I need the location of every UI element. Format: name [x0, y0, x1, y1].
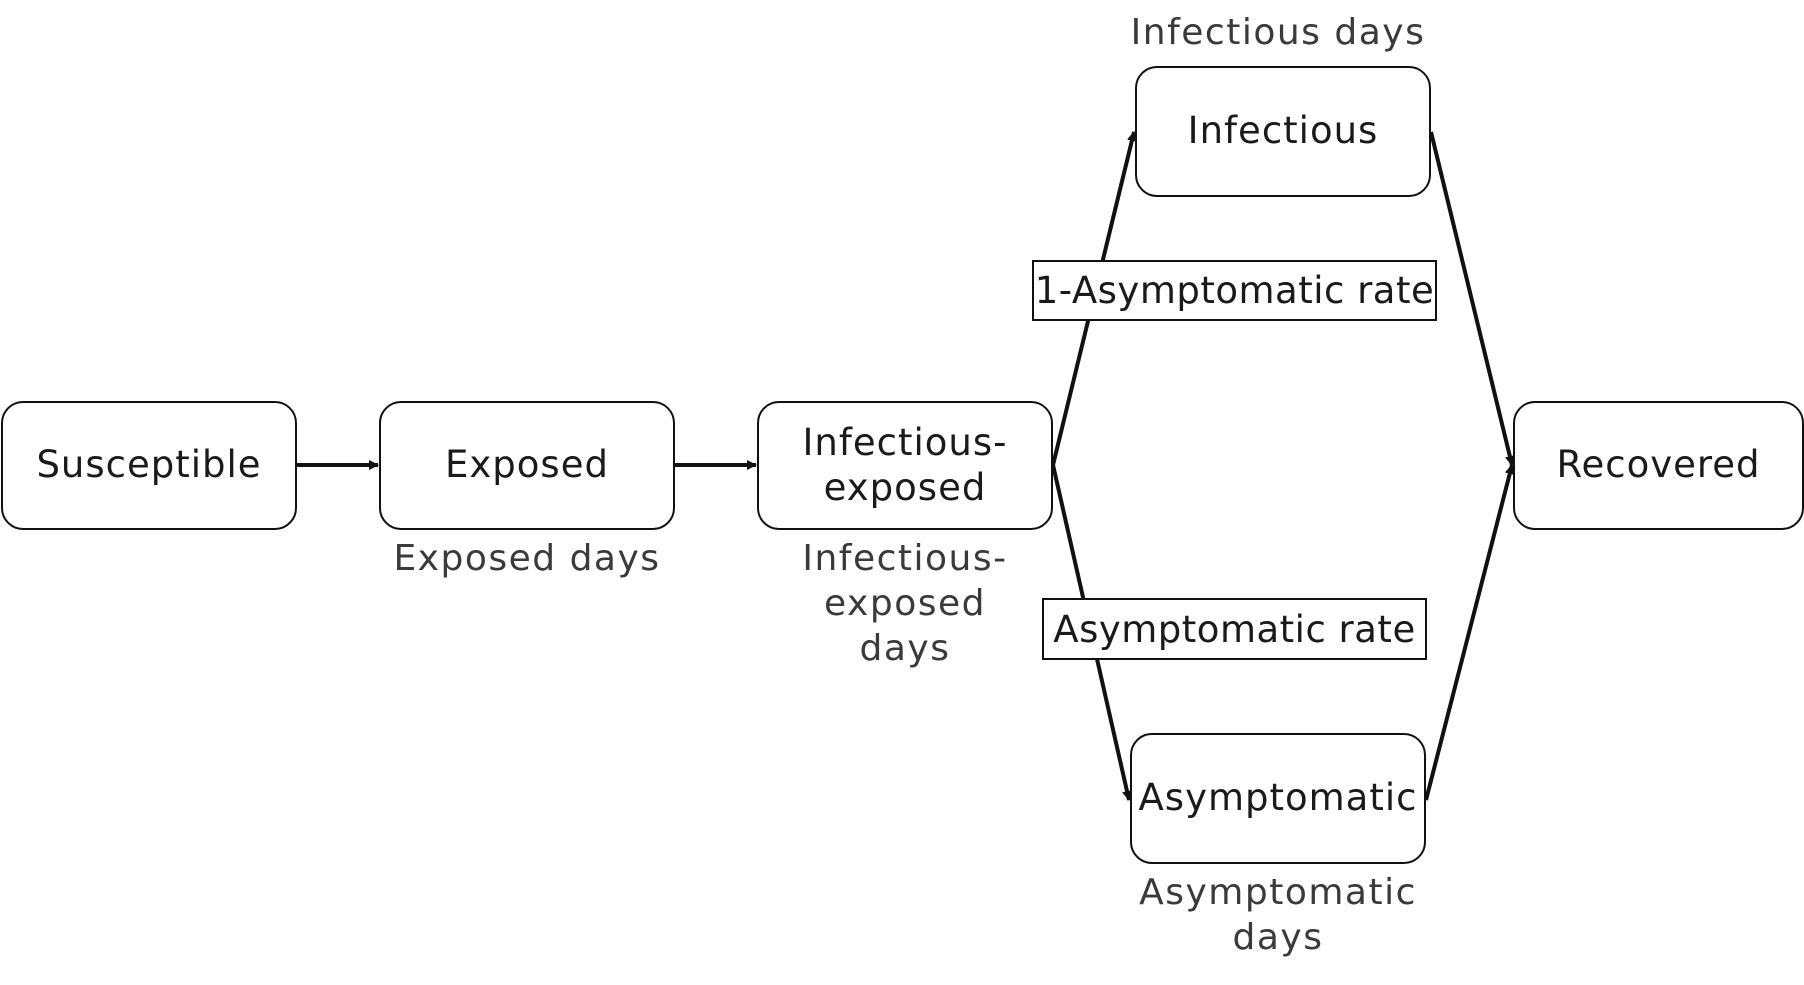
- node-asymptomatic: Asymptomatic: [1130, 733, 1426, 864]
- node-infectious-exposed: Infectious- exposed: [757, 401, 1053, 530]
- rate-label-symptomatic: 1-Asymptomatic rate: [1032, 260, 1437, 321]
- caption-infectious-exposed-days: Infectious- exposed days: [802, 538, 1008, 669]
- node-infectious: Infectious: [1135, 66, 1431, 197]
- arrow-infectious-to-recovered: [1429, 131, 1515, 466]
- node-exposed: Exposed: [379, 401, 675, 530]
- arrow-asymptomatic-to-recovered: [1424, 464, 1515, 801]
- rate-label-asymptomatic: Asymptomatic rate: [1042, 598, 1427, 660]
- node-susceptible: Susceptible: [1, 401, 297, 530]
- caption-asymptomatic-days: Asymptomatic days: [1139, 872, 1417, 958]
- node-recovered: Recovered: [1513, 401, 1804, 530]
- caption-exposed-days: Exposed days: [393, 538, 661, 579]
- caption-infectious-days: Infectious days: [1130, 12, 1426, 53]
